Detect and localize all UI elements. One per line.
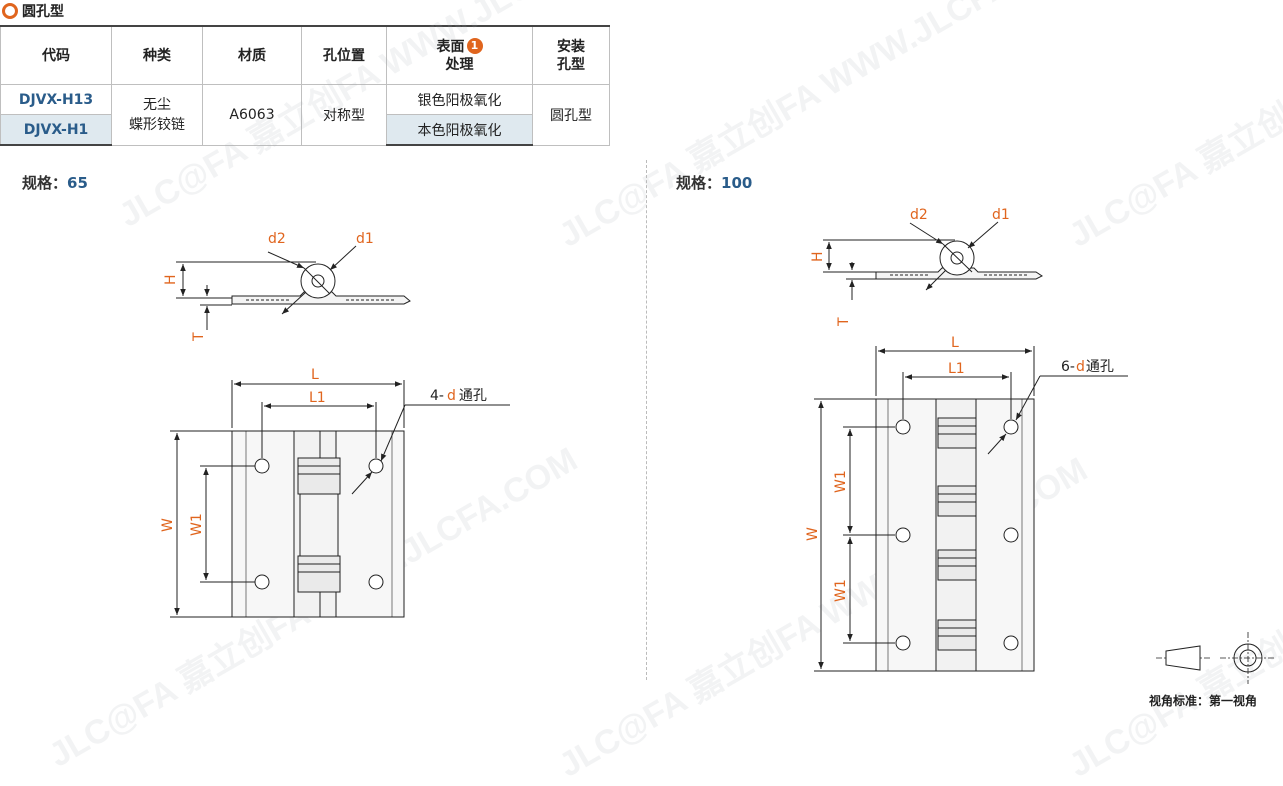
header-mount-line2: 孔型 [557,56,585,73]
dim-W1: W1 [833,579,849,602]
table-row: DJVX-H1 本色阳极氧化 [0,114,610,146]
dim-W1: W1 [189,513,205,536]
technical-drawing: d2 d1 H T [160,207,1276,684]
right-front-view [814,346,1128,672]
dim-d2: d2 [910,207,928,223]
dim-L: L [951,335,959,351]
header-mount: 安装 孔型 [532,25,610,85]
spec-value: 100 [721,174,753,192]
row-code: DJVX-H1 [0,114,112,146]
cell-hole-position: 对称型 [301,84,387,146]
dim-H: H [163,274,179,285]
header-type: 种类 [111,25,203,85]
header-surface-line2: 处理 [445,56,474,73]
view-standard-label: 视角标准：第一视角 [1149,694,1258,708]
divider-line [646,160,647,680]
note-badge-icon: 1 [466,37,483,54]
dim-L: L [311,367,319,383]
dim-d1: d1 [992,207,1010,223]
dim-W: W [805,527,821,541]
first-angle-projection-icon [1156,632,1276,684]
right-side-view [823,221,1043,300]
dim-H: H [810,251,826,262]
dim-T: T [191,332,207,342]
dim-L1: L1 [309,390,326,406]
left-front-view [170,380,510,618]
header-code: 代码 [0,25,112,85]
row-surface: 本色阳极氧化 [386,114,533,146]
row-code: DJVX-H13 [0,84,112,115]
hole-callout: 6-d通孔 [1061,359,1114,375]
spec-label-left: 规格：65 [22,174,88,192]
cell-type-line1: 无尘 [143,96,171,113]
dim-d1: d1 [356,231,374,247]
dim-d2: d2 [268,231,286,247]
cell-material: A6063 [202,84,302,146]
section-header: 圆孔型 [2,1,64,21]
cell-type-line2: 蝶形铰链 [129,116,185,133]
cell-type: 无尘 蝶形铰链 [111,84,203,146]
dim-W: W [160,518,176,532]
header-hole-position: 孔位置 [301,25,387,85]
cell-mount: 圆孔型 [532,84,610,146]
dim-L1: L1 [948,361,965,377]
left-side-view [176,245,411,330]
dim-W1: W1 [833,470,849,493]
header-mount-line1: 安装 [557,38,585,55]
row-surface: 银色阳极氧化 [386,84,533,115]
table-row: DJVX-H13 无尘 蝶形铰链 A6063 对称型 银色阳极氧化 圆孔型 [0,84,610,146]
spec-value: 65 [67,174,88,192]
section-title: 圆孔型 [22,4,64,20]
spec-label-right: 规格：100 [676,174,753,192]
dim-T: T [836,317,852,327]
circle-marker-icon [2,3,18,19]
header-surface-line1: 表面 [436,38,465,55]
